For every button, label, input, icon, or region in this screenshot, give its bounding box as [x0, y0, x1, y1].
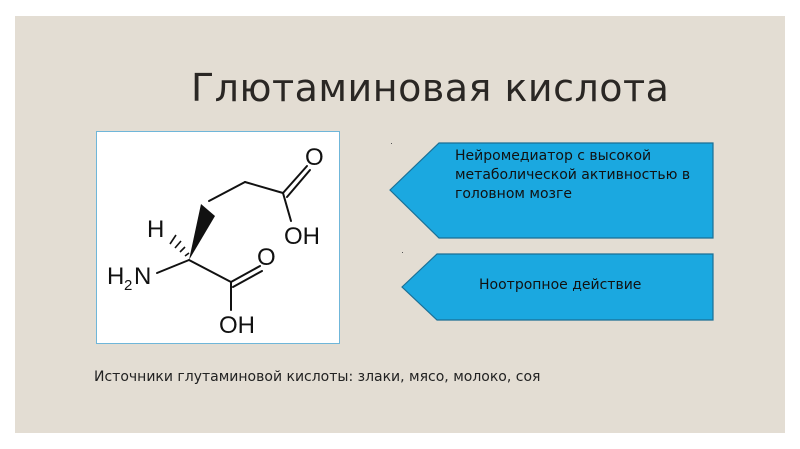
left-arrow-shape-icon: [401, 253, 714, 321]
atom-h2n-sub: 2: [124, 277, 132, 294]
sources-text: Источники глутаминовой кислоты: злаки, м…: [94, 369, 541, 385]
arrow-callout-neurotransmitter: Нейромедиатор с высокой метаболической а…: [389, 142, 715, 240]
molecule-image: O OH H H 2 N O OH: [96, 131, 340, 344]
atom-oh-bottom: OH: [219, 312, 255, 339]
glutamic-acid-structure-diagram: O OH H H 2 N O OH: [107, 144, 324, 339]
atom-h: H: [147, 216, 164, 243]
left-arrow-shape-icon: [389, 142, 714, 239]
atom-o-top: O: [305, 144, 324, 171]
atom-o-bottom: O: [257, 244, 276, 271]
atom-h2n-h: H: [107, 263, 124, 290]
arrow-callout-nootropic: Ноотропное действие: [401, 253, 715, 322]
arrow-text-nootropic: Ноотропное действие: [479, 277, 642, 293]
arrow-text-neurotransmitter: Нейромедиатор с высокой метаболической а…: [455, 148, 691, 202]
atom-h2n-n: N: [134, 263, 151, 290]
decorative-dot: [391, 143, 392, 144]
slide-title: Глютаминовая кислота: [191, 66, 670, 110]
atom-oh-top: OH: [284, 223, 320, 250]
decorative-dot: [402, 252, 403, 253]
